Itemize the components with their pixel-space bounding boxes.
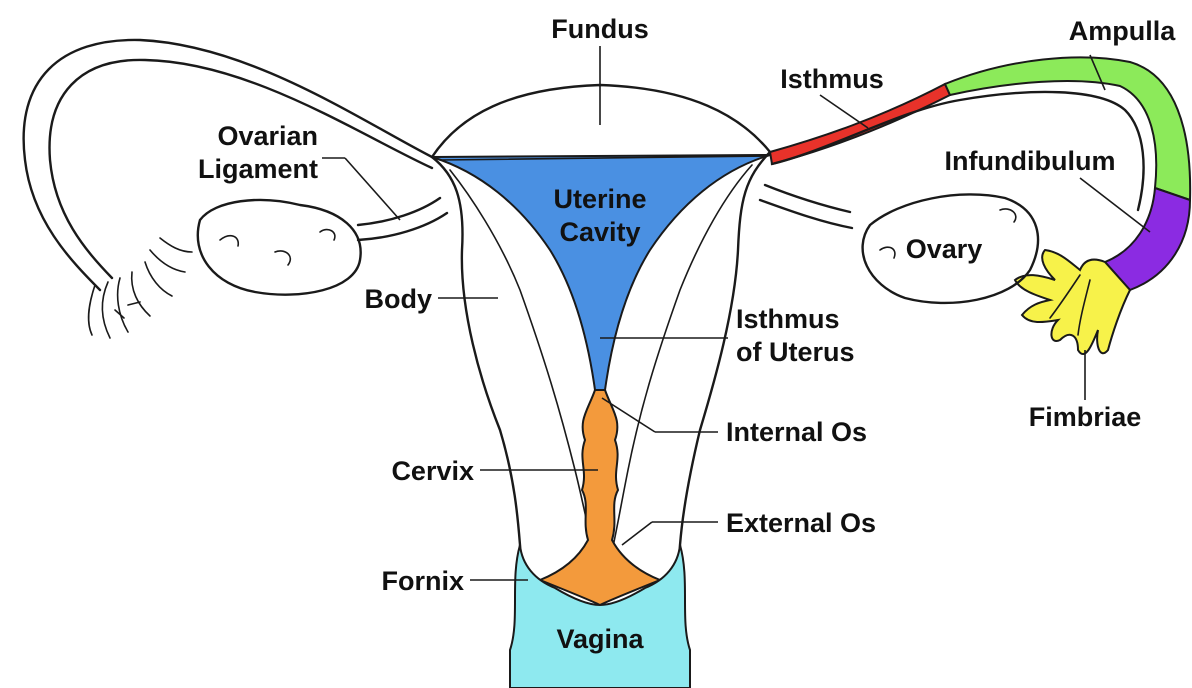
label-infundibulum: Infundibulum (945, 146, 1116, 176)
label-uterine-cavity-1: Uterine (553, 184, 646, 214)
label-ampulla: Ampulla (1069, 16, 1176, 46)
isthmus-segment (770, 84, 950, 164)
right-ovarian-ligament (765, 185, 850, 212)
label-ovarian-ligament-2: Ligament (198, 154, 318, 184)
label-fundus: Fundus (551, 14, 648, 44)
left-ovarian-ligament (358, 198, 440, 225)
ampulla-segment (945, 57, 1190, 200)
label-vagina: Vagina (556, 624, 644, 654)
label-fornix: Fornix (381, 566, 464, 596)
label-isthmus-uterus-1: Isthmus (736, 304, 840, 334)
label-uterine-cavity-2: Cavity (559, 217, 640, 247)
label-fimbriae: Fimbriae (1029, 402, 1142, 432)
label-isthmus-uterus-2: of Uterus (736, 337, 855, 367)
infundibulum-segment (1105, 188, 1190, 290)
label-ovary: Ovary (906, 234, 983, 264)
label-cervix: Cervix (391, 456, 474, 486)
left-ovary (198, 200, 361, 295)
label-internal-os: Internal Os (726, 417, 867, 447)
label-external-os: External Os (726, 508, 876, 538)
cervical-canal (540, 390, 660, 605)
label-isthmus: Isthmus (780, 64, 884, 94)
left-fimbriae (89, 238, 192, 338)
label-ovarian-ligament-1: Ovarian (217, 121, 318, 151)
label-body: Body (365, 284, 433, 314)
